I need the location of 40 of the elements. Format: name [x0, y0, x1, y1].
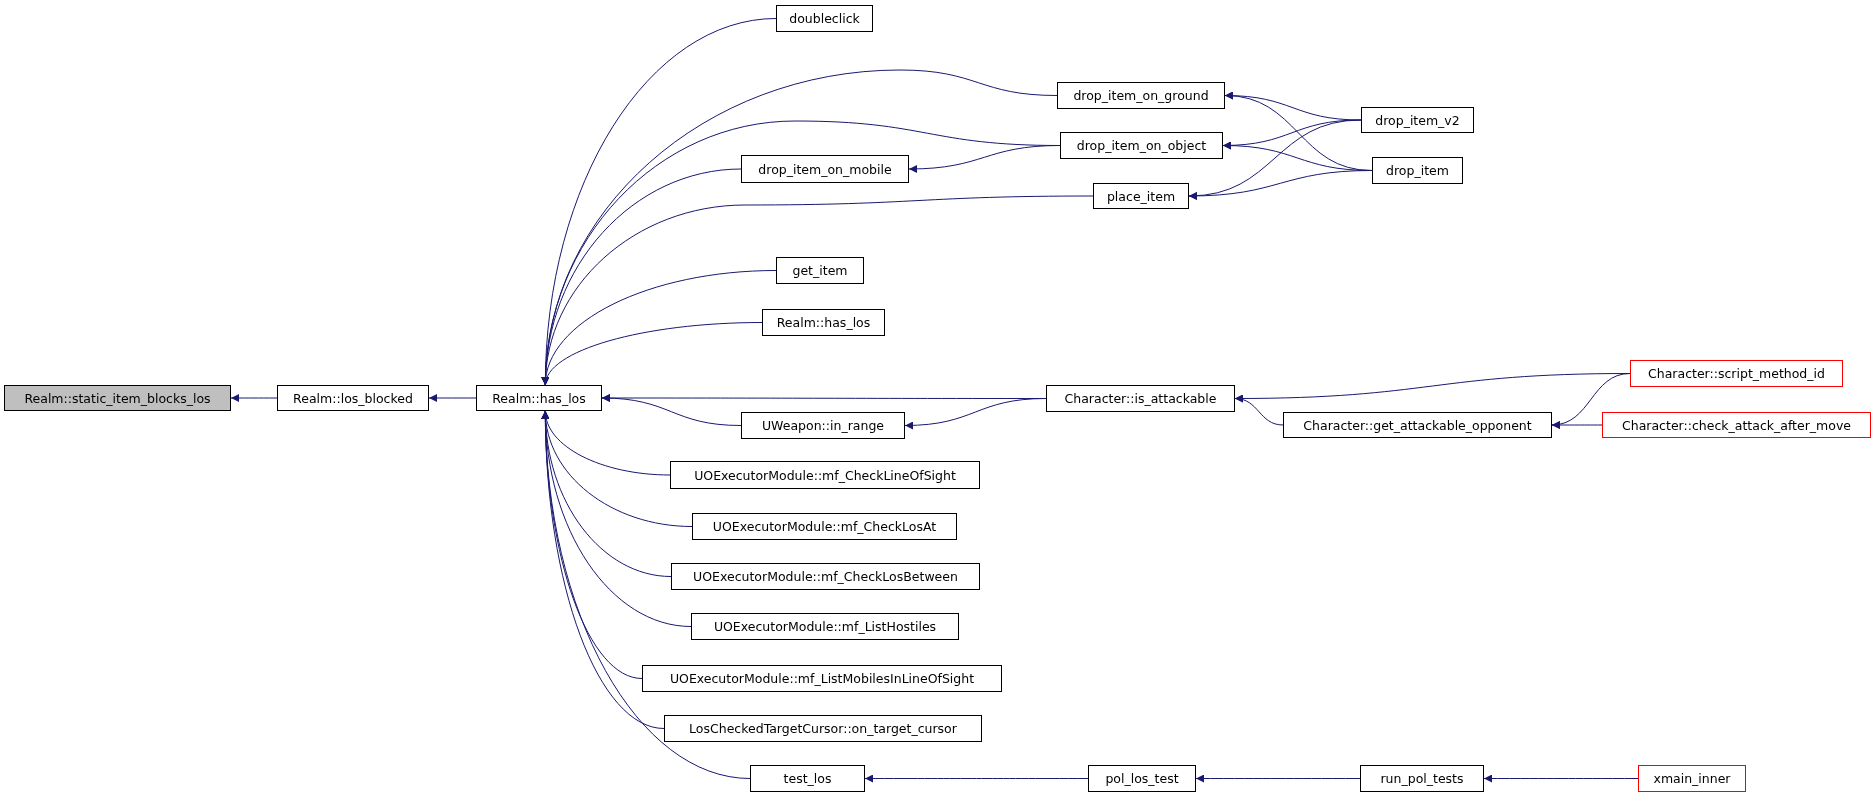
arrow	[601, 394, 742, 426]
arrow	[1551, 421, 1603, 429]
arrow	[1195, 774, 1361, 783]
arrow	[1234, 395, 1284, 426]
arrow	[428, 394, 477, 402]
function-box: Realm::los_blocked	[277, 385, 429, 411]
arrow	[1188, 170, 1373, 200]
function-box: Character::get_attackable_opponent	[1283, 412, 1552, 438]
function-box: UOExecutorModule::mf_ListMobilesInLineOfSight	[642, 665, 1002, 692]
function-box: doubleclick	[776, 5, 873, 32]
function-box: drop_item_v2	[1361, 107, 1474, 133]
function-box: Character::check_attack_after_move	[1602, 412, 1871, 438]
function-box: Realm::static_item_blocks_los	[4, 385, 231, 411]
function-box: UOExecutorModule::mf_CheckLineOfSight	[670, 461, 980, 489]
function-box: LosCheckedTargetCursor::on_target_cursor	[664, 715, 982, 742]
function-box: drop_item_on_mobile	[741, 155, 909, 183]
arrow	[908, 145, 1061, 173]
function-box: run_pol_tests	[1360, 765, 1484, 792]
function-box: drop_item_on_object	[1060, 132, 1223, 159]
function-box: Realm::has_los	[762, 309, 885, 336]
function-box: UOExecutorModule::mf_CheckLosBetween	[671, 563, 980, 590]
function-box: get_item	[776, 257, 864, 284]
function-box: drop_item_on_ground	[1057, 82, 1225, 109]
function-box: pol_los_test	[1088, 765, 1196, 792]
arrow	[230, 394, 278, 402]
function-box: UOExecutorModule::mf_CheckLosAt	[692, 513, 957, 540]
function-box: Character::is_attackable	[1046, 385, 1235, 412]
function-box: Character::script_method_id	[1630, 360, 1843, 387]
function-box: UWeapon::in_range	[741, 412, 905, 439]
arrow	[543, 322, 763, 386]
arrow	[1483, 774, 1639, 783]
arrow	[864, 774, 1089, 783]
function-box: place_item	[1093, 183, 1189, 209]
function-box: drop_item	[1372, 157, 1463, 184]
arrow	[904, 398, 1047, 430]
function-box: test_los	[750, 765, 865, 792]
function-box: Realm::has_los	[476, 385, 602, 411]
arrow	[541, 410, 751, 779]
function-box: xmain_inner	[1638, 765, 1746, 792]
function-box: UOExecutorModule::mf_ListHostiles	[691, 613, 959, 640]
